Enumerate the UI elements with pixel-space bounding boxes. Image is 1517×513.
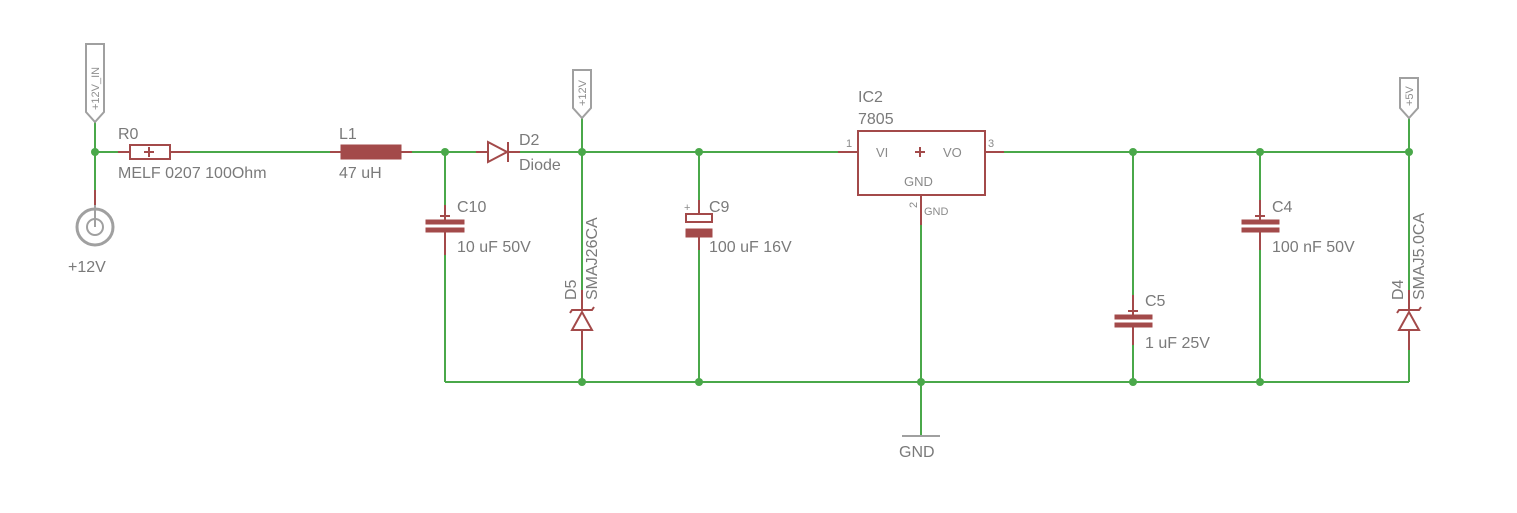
- ic-body-icon: [857, 130, 986, 196]
- ic2-pin3-number: 3: [988, 138, 994, 150]
- d5-name: D5: [563, 279, 580, 300]
- diode-d2[interactable]: D2 Diode: [476, 132, 561, 174]
- junction: [695, 378, 703, 386]
- junction: [441, 148, 449, 156]
- cap-plate-icon: [425, 219, 465, 225]
- junction: [917, 378, 925, 386]
- r0-name: R0: [118, 126, 139, 143]
- capacitor-c10[interactable]: C10 10 uF 50V: [425, 199, 531, 256]
- junction: [1405, 148, 1413, 156]
- resistor-body-icon: [129, 144, 171, 160]
- r0-value: MELF 0207 100Ohm: [118, 165, 267, 182]
- supply-flag-5v-label: +5V: [1404, 85, 1416, 106]
- cap-plate-icon: [1114, 314, 1153, 320]
- l1-value: 47 uH: [339, 165, 382, 182]
- ic2-name: IC2: [858, 89, 883, 106]
- junction: [578, 148, 586, 156]
- capacitor-c9[interactable]: + C9 100 uF 16V: [684, 199, 792, 256]
- inductor-body-icon: [340, 144, 402, 160]
- tvs-triangle-icon: [1397, 309, 1421, 331]
- dc-jack-value: +12V: [68, 259, 106, 276]
- junction: [578, 378, 586, 386]
- tvs-diode-d4[interactable]: D4 SMAJ5.0CA: [1390, 213, 1428, 350]
- resistor-r0[interactable]: R0 MELF 0207 100Ohm: [118, 126, 267, 182]
- ground-symbol[interactable]: GND: [899, 435, 940, 461]
- junction: [695, 148, 703, 156]
- l1-name: L1: [339, 126, 357, 143]
- cap-plate-icon: [685, 228, 713, 238]
- ic2-pin2-number: 2: [908, 202, 920, 208]
- dc-jack[interactable]: +12V: [68, 190, 115, 276]
- ic2-pin-vo: VO: [943, 145, 962, 160]
- c9-name: C9: [709, 199, 730, 216]
- junction: [1256, 378, 1264, 386]
- tvs-triangle-icon: [570, 309, 594, 331]
- c5-name: C5: [1145, 293, 1166, 310]
- ic2-gnd-net: GND: [924, 206, 949, 218]
- d2-value: Diode: [519, 157, 561, 174]
- ic2-pin-vi: VI: [876, 145, 888, 160]
- c10-value: 10 uF 50V: [457, 239, 531, 256]
- cap-plate-icon: [1241, 219, 1280, 225]
- junction: [1256, 148, 1264, 156]
- c4-name: C4: [1272, 199, 1293, 216]
- supply-flag-12v-in[interactable]: +12V_IN: [85, 43, 105, 124]
- c9-value: 100 uF 16V: [709, 239, 792, 256]
- junction: [1129, 148, 1137, 156]
- supply-flag-12v[interactable]: +12V: [572, 69, 592, 120]
- supply-flag-12v-label: +12V: [577, 79, 589, 106]
- diode-triangle-icon: [487, 140, 510, 164]
- supply-flag-5v[interactable]: +5V: [1399, 77, 1419, 120]
- wires: [94, 118, 1410, 436]
- ic2-pin1-number: 1: [846, 138, 852, 150]
- cap-plate-icon: [1114, 322, 1153, 328]
- c5-value: 1 uF 25V: [1145, 335, 1210, 352]
- ic2-pin-gnd: GND: [904, 174, 933, 189]
- supply-flag-12v-in-label: +12V_IN: [90, 67, 102, 110]
- c10-name: C10: [457, 199, 486, 216]
- ic2-value: 7805: [858, 111, 894, 128]
- junction: [1129, 378, 1137, 386]
- ground-label: GND: [899, 444, 935, 461]
- d4-name: D4: [1390, 279, 1407, 300]
- d4-value: SMAJ5.0CA: [1411, 213, 1428, 300]
- svg-text:+: +: [684, 202, 690, 214]
- capacitor-c5[interactable]: C5 1 uF 25V: [1114, 293, 1210, 352]
- tvs-diode-d5[interactable]: D5 SMAJ26CA: [563, 217, 601, 350]
- cap-plate-icon: [685, 213, 713, 223]
- c4-value: 100 nF 50V: [1272, 239, 1355, 256]
- junction: [91, 148, 99, 156]
- capacitor-c4[interactable]: C4 100 nF 50V: [1241, 199, 1355, 256]
- inductor-l1[interactable]: L1 47 uH: [330, 126, 412, 182]
- cap-plate-icon: [425, 227, 465, 233]
- regulator-ic2[interactable]: IC2 7805 VI VO GND 1 3 2 GND: [838, 89, 1004, 225]
- d2-name: D2: [519, 132, 540, 149]
- d5-value: SMAJ26CA: [584, 217, 601, 300]
- cap-plate-icon: [1241, 227, 1280, 233]
- junctions: [91, 148, 1413, 386]
